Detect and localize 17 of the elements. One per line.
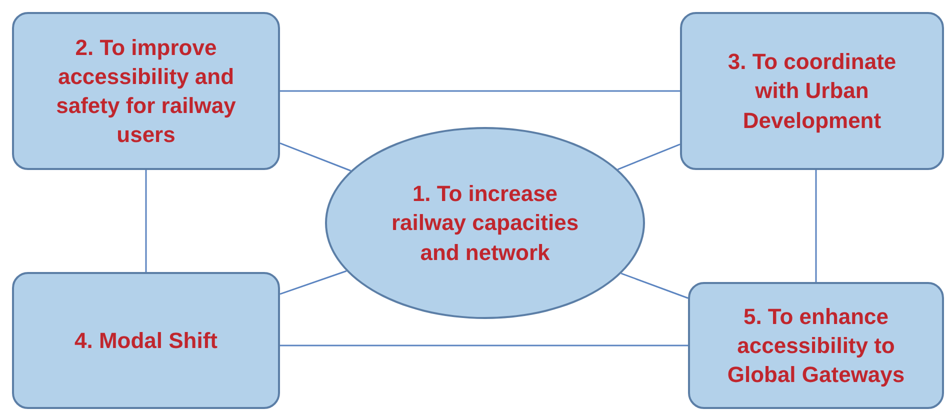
connector-line bbox=[617, 144, 680, 170]
connector-line bbox=[620, 272, 688, 299]
goal-box bbox=[688, 282, 944, 409]
goal-text: 4. Modal Shift bbox=[74, 326, 218, 355]
connector-line bbox=[145, 170, 147, 272]
connector-line bbox=[280, 142, 352, 172]
goal-box bbox=[12, 12, 280, 170]
goal-box bbox=[12, 272, 280, 409]
goal-text: 5. To enhance accessibility to Global Gateways bbox=[726, 302, 906, 390]
connector-line bbox=[280, 344, 688, 346]
connector-line bbox=[280, 90, 680, 92]
connector-line bbox=[815, 170, 817, 282]
goal-text: 2. To improve accessibility and safety for railway users bbox=[55, 34, 237, 150]
goal-text: 3. To coordinate with Urban Development bbox=[726, 48, 898, 135]
goal-text: 1. To increase railway capacities and network bbox=[390, 180, 580, 267]
goal-box bbox=[680, 12, 944, 170]
connector-line bbox=[280, 270, 347, 295]
